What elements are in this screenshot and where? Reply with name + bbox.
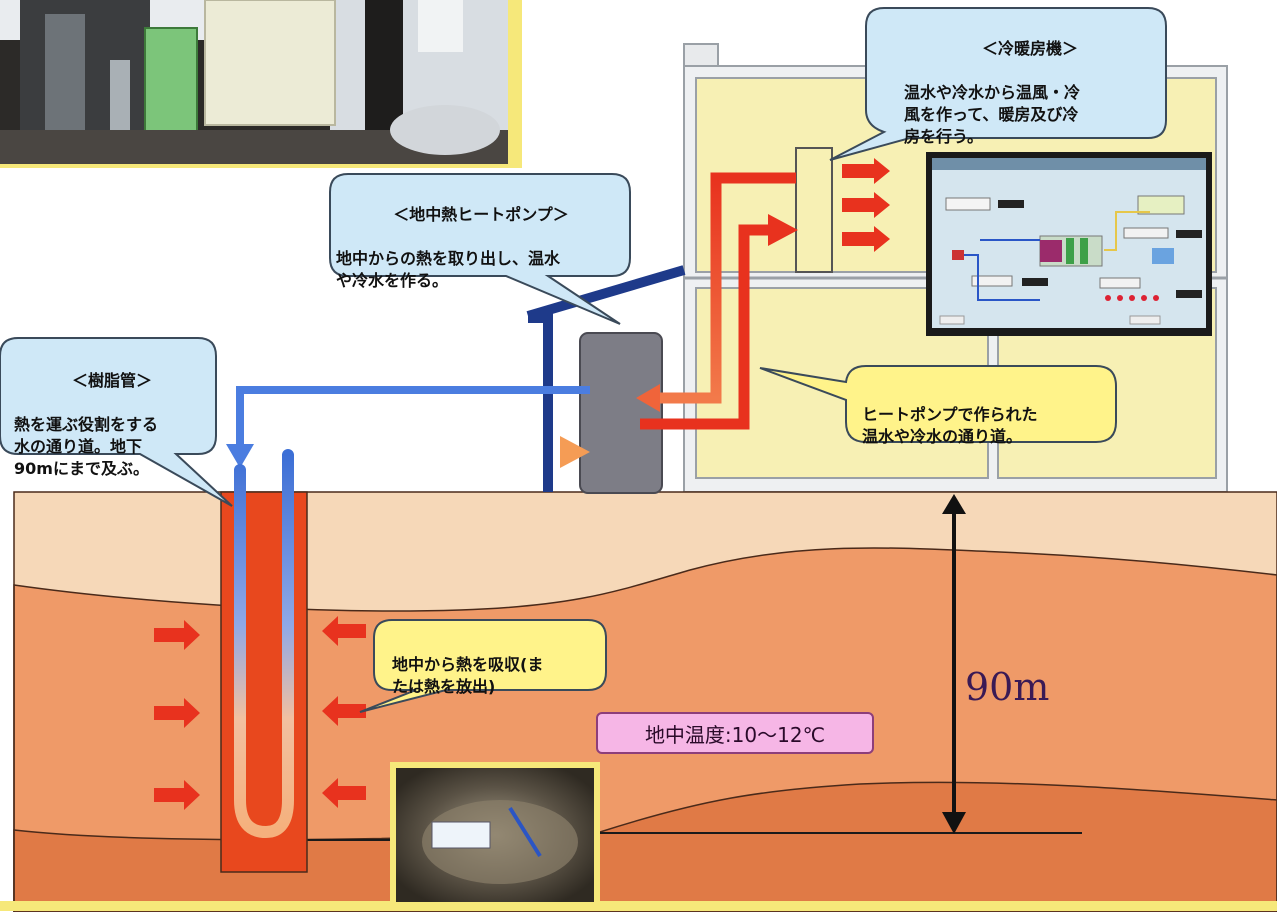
resin-pipe-bubble (0, 337, 233, 507)
cooler-heater-bubble (829, 7, 1167, 161)
ground-heat-arrows-left (154, 620, 200, 810)
callout-cooler-heater-title: ＜冷暖房機＞ (981, 39, 1078, 58)
resin-pipe-loop (226, 386, 590, 839)
depth-label: 90m (965, 665, 1050, 709)
callout-resin-pipe-body: 熱を運ぶ役割をする 水の通り道。地下 90mにまで及ぶ。 (14, 415, 159, 478)
callout-absorb-heat: 地中から熱を吸収(ま たは熱を放出) (392, 632, 604, 698)
ground-heat-arrows-right (322, 616, 366, 808)
ground-layers (0, 491, 1277, 912)
water-path-bubble (759, 365, 1117, 443)
hot-water-pipes (636, 172, 798, 430)
callout-cooler-heater: ＜冷暖房機＞ 温水や冷水から温風・冷 風を作って、暖房及び冷 房を行う。 (904, 16, 1156, 148)
heat-pump-unit (526, 265, 686, 494)
ground-temperature-badge: 地中温度:10〜12℃ (596, 712, 874, 754)
callout-cooler-heater-body: 温水や冷水から温風・冷 風を作って、暖房及び冷 房を行う。 (904, 83, 1081, 146)
callout-resin-pipe-title: ＜樹脂管＞ (71, 371, 152, 390)
equipment-photo (0, 0, 522, 168)
callout-ground-heat-pump: ＜地中熱ヒートポンプ＞ 地中からの熱を取り出し、温水 や冷水を作る。 (336, 182, 626, 292)
excavation-photo (390, 762, 600, 908)
callout-ground-heat-pump-title: ＜地中熱ヒートポンプ＞ (393, 205, 569, 224)
control-monitor-screen (926, 152, 1212, 336)
absorb-heat-bubble (359, 619, 607, 713)
callout-water-path: ヒートポンプで作られた 温水や冷水の通り道。 (862, 382, 1112, 448)
callout-water-path-body: ヒートポンプで作られた 温水や冷水の通り道。 (862, 405, 1038, 446)
callout-ground-heat-pump-body: 地中からの熱を取り出し、温水 や冷水を作る。 (336, 249, 561, 290)
ground-heat-pump-bubble (329, 173, 631, 325)
borehole (220, 491, 308, 873)
callout-shapes (0, 7, 1167, 713)
air-outflow-arrows (842, 158, 890, 252)
callout-resin-pipe: ＜樹脂管＞ 熱を運ぶ役割をする 水の通り道。地下 90mにまで及ぶ。 (14, 348, 210, 480)
depth-arrow (942, 494, 966, 834)
callout-absorb-heat-body: 地中から熱を吸収(ま たは熱を放出) (392, 655, 544, 696)
